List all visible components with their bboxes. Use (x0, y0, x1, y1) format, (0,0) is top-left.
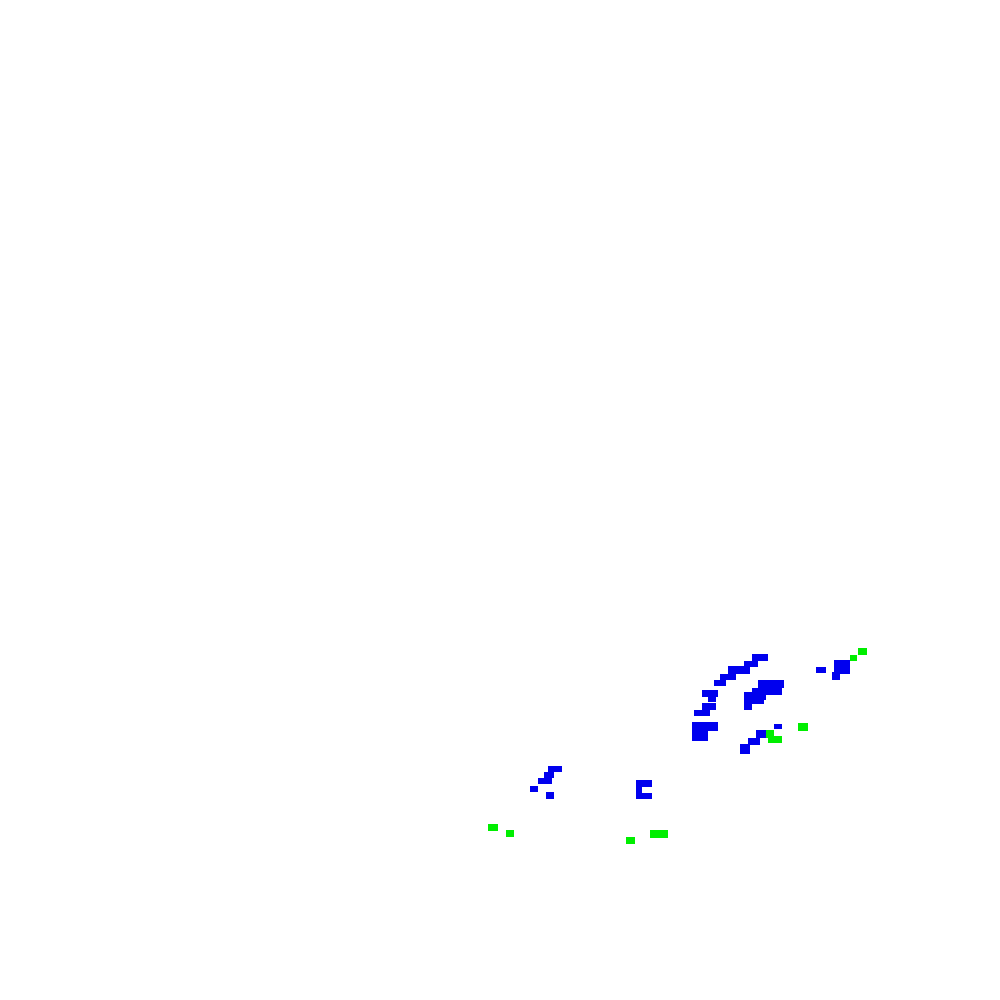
blue-pixel-block (752, 688, 782, 695)
green-pixel-block (488, 824, 498, 831)
blue-pixel-block (728, 666, 750, 674)
blue-pixel-block (748, 738, 760, 745)
blue-pixel-block (546, 792, 554, 799)
blue-pixel-block (548, 766, 562, 772)
blue-pixel-block (834, 660, 850, 674)
blue-pixel-block (758, 680, 784, 688)
blue-pixel-block (702, 690, 718, 697)
blue-pixel-block (744, 704, 752, 710)
blue-pixel-block (636, 793, 652, 799)
green-pixel-block (506, 830, 514, 837)
blue-pixel-block (538, 778, 552, 784)
blue-pixel-block (714, 680, 726, 686)
blue-pixel-block (744, 700, 764, 704)
blue-pixel-block (636, 780, 652, 787)
blue-pixel-block (692, 722, 718, 731)
green-pixel-block (766, 730, 774, 738)
green-pixel-block (850, 655, 857, 661)
green-pixel-block (858, 648, 867, 655)
blue-pixel-block (544, 772, 554, 778)
blue-pixel-block (708, 696, 716, 702)
green-pixel-block (768, 736, 782, 743)
green-pixel-block (798, 723, 808, 731)
blue-pixel-block (692, 731, 708, 741)
blue-pixel-block (636, 787, 642, 793)
green-pixel-block (626, 837, 635, 844)
blue-pixel-block (774, 724, 782, 729)
blue-pixel-block (832, 672, 840, 680)
blue-pixel-block (530, 786, 538, 792)
green-pixel-block (650, 830, 668, 838)
blue-pixel-block (744, 692, 766, 700)
blue-pixel-block (702, 703, 716, 710)
blue-pixel-block (694, 710, 710, 716)
blue-pixel-block (816, 667, 826, 673)
blue-pixel-block (740, 744, 750, 754)
blue-pixel-block (752, 654, 768, 661)
blue-pixel-block (744, 661, 758, 667)
blue-pixel-block (720, 674, 736, 680)
blue-pixel-block (756, 730, 768, 738)
